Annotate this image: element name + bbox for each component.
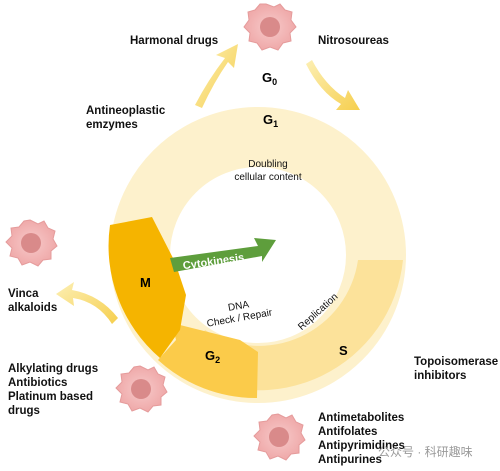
- label-antineoplastic-enzymes: Antineoplastic emzymes: [86, 105, 166, 131]
- cell-icon-bottom-left: [115, 365, 168, 413]
- cell-icon-left: [5, 219, 58, 267]
- arrow-to-vinca: [56, 282, 118, 324]
- label-harmonal-drugs: Harmonal drugs: [130, 35, 219, 47]
- label-alkylating-drugs: Alkylating drugs Antibiotics Platinum ba…: [8, 363, 99, 417]
- phase-label-g1: G1: [263, 112, 278, 129]
- label-vinca-alkaloids: Vinca alkaloids: [8, 288, 58, 314]
- dna-label-line1: DNA: [227, 299, 250, 314]
- label-antimetabolites: Antimetabolites Antifolates Antipyrimidi…: [318, 412, 405, 466]
- phase-label-g0: G0: [262, 70, 277, 87]
- arrow-to-nitrosoureas: [306, 60, 360, 110]
- label-nitrosoureas: Nitrosoureas: [318, 35, 389, 47]
- arrow-to-harmonal: [195, 44, 238, 108]
- cell-icon-bottom: [253, 413, 306, 461]
- g2-phase-segment: [158, 323, 258, 399]
- cytokinesis-arrow: [170, 238, 276, 272]
- m-phase-segment: [108, 217, 186, 358]
- phase-label-m: M: [140, 275, 151, 290]
- doubling-label-line2: cellular content: [234, 172, 301, 183]
- phase-label-g2: G2: [205, 348, 220, 365]
- cell-icon-top: [243, 3, 297, 51]
- doubling-label-line1: Doubling: [248, 159, 287, 170]
- label-topoisomerase-inhibitors: Topoisomerase inhibitors: [414, 356, 499, 382]
- watermark: 公众号 · 科研趣味: [378, 445, 473, 459]
- phase-label-s: S: [339, 343, 348, 358]
